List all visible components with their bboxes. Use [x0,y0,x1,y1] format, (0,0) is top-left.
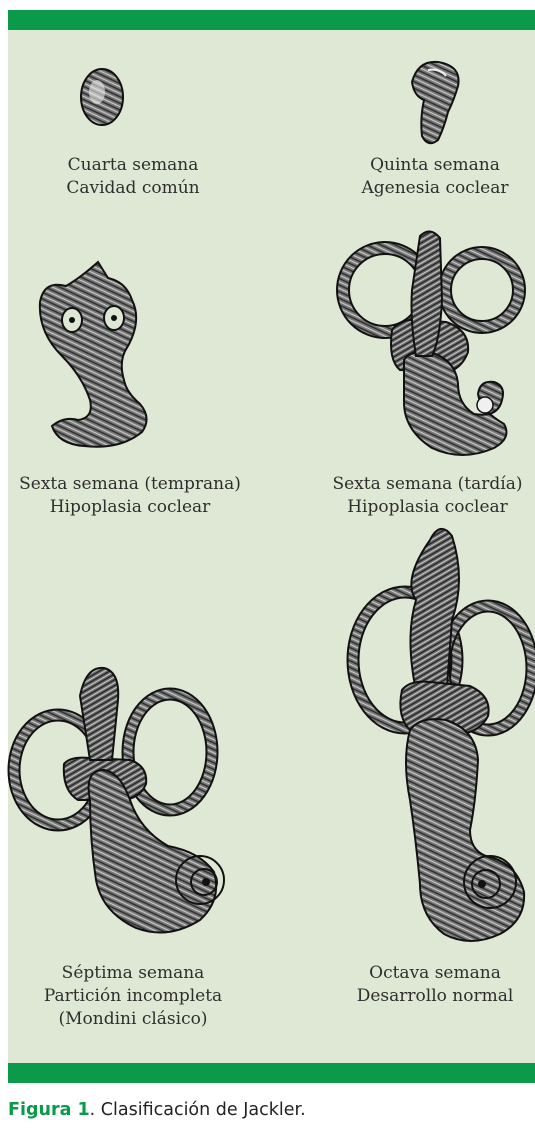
stage-week: Octava semana [335,962,535,985]
otocyst-illustration [81,69,123,125]
stage-note: (Mondini clásico) [18,1008,248,1031]
stage-label-eighth-week: Octava semana Desarrollo normal [335,962,535,1008]
late-sixth-week-illustration [343,231,519,455]
stage-label-late-sixth-week: Sexta semana (tardía) Hipoplasia coclear [320,473,535,519]
fifth-week-illustration [412,62,459,143]
stage-week: Cuarta semana [33,154,233,177]
figure-caption: Figura 1. Clasificación de Jackler. [8,1100,306,1120]
caption-text: Clasificación de Jackler. [101,1100,306,1120]
stage-classification: Partición incompleta [18,985,248,1008]
caption-separator: . [90,1100,101,1120]
early-sixth-week-illustration [40,262,147,447]
stage-week: Séptima semana [18,962,248,985]
stage-classification: Cavidad común [33,177,233,200]
stage-week: Sexta semana (temprana) [0,473,260,496]
stage-week: Sexta semana (tardía) [320,473,535,496]
stage-classification: Agenesia coclear [335,177,535,200]
stage-label-fourth-week: Cuarta semana Cavidad común [33,154,233,200]
stage-label-fifth-week: Quinta semana Agenesia coclear [335,154,535,200]
stage-week: Quinta semana [335,154,535,177]
stage-classification: Hipoplasia coclear [320,496,535,519]
stage-label-seventh-week: Séptima semana Partición incompleta (Mon… [18,962,248,1031]
stage-label-early-sixth-week: Sexta semana (temprana) Hipoplasia cocle… [0,473,260,519]
stage-classification: Hipoplasia coclear [0,496,260,519]
figure-number: Figura 1 [8,1100,90,1120]
stage-classification: Desarrollo normal [335,985,535,1008]
seventh-week-illustration [14,668,224,933]
eighth-week-illustration [353,529,532,941]
